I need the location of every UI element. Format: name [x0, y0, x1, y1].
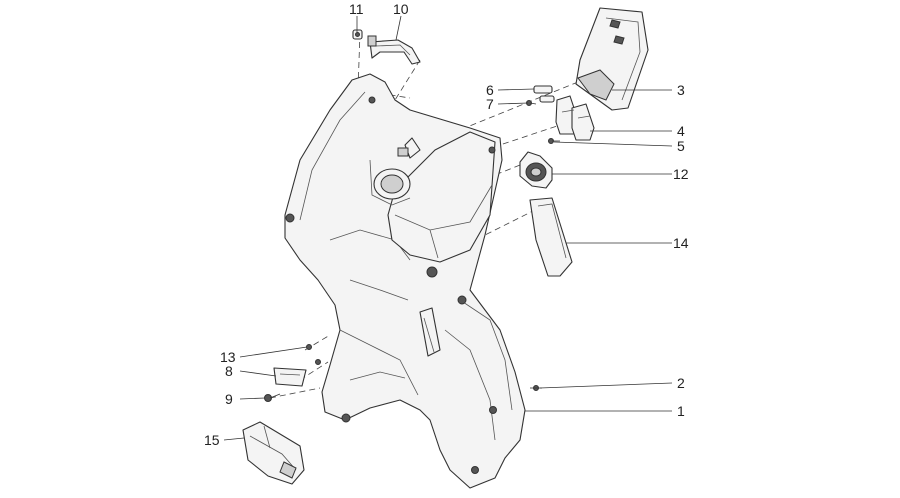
part-4-bracket: [555, 95, 595, 141]
callout-13: 13: [220, 349, 236, 365]
callout-7: 7: [486, 96, 494, 112]
callout-1: 1: [677, 403, 685, 419]
callout-5: 5: [677, 138, 685, 154]
part-6-clip: [533, 85, 555, 103]
part-10-wire-bracket: [367, 35, 421, 65]
callout-15: 15: [204, 432, 220, 448]
part-3-panel: [575, 7, 649, 111]
callout-12: 12: [673, 166, 689, 182]
callout-14: 14: [673, 235, 689, 251]
callout-11: 11: [349, 1, 364, 17]
callout-4: 4: [677, 123, 685, 139]
part-1-inner-shield: [284, 73, 526, 489]
part-5-screw: [548, 138, 560, 144]
part-12-cap: [519, 151, 553, 189]
callout-6: 6: [486, 82, 494, 98]
part-11-clip: [352, 29, 363, 40]
callout-9: 9: [225, 391, 233, 407]
part-8-plate: [273, 367, 307, 387]
callout-labels: 11 10 6 7 3 4 5 12 14 2 1 13 8 9 15: [204, 1, 689, 448]
leader-lines: [223, 15, 673, 441]
part-9-bolt: [264, 393, 281, 402]
part-13-screw: [306, 344, 321, 365]
part-2-screw: [530, 385, 542, 391]
callout-10: 10: [393, 1, 409, 17]
callout-2: 2: [677, 375, 685, 391]
callout-3: 3: [677, 82, 685, 98]
part-14-cover: [529, 197, 573, 277]
callout-8: 8: [225, 363, 233, 379]
part-15-box: [242, 421, 305, 485]
